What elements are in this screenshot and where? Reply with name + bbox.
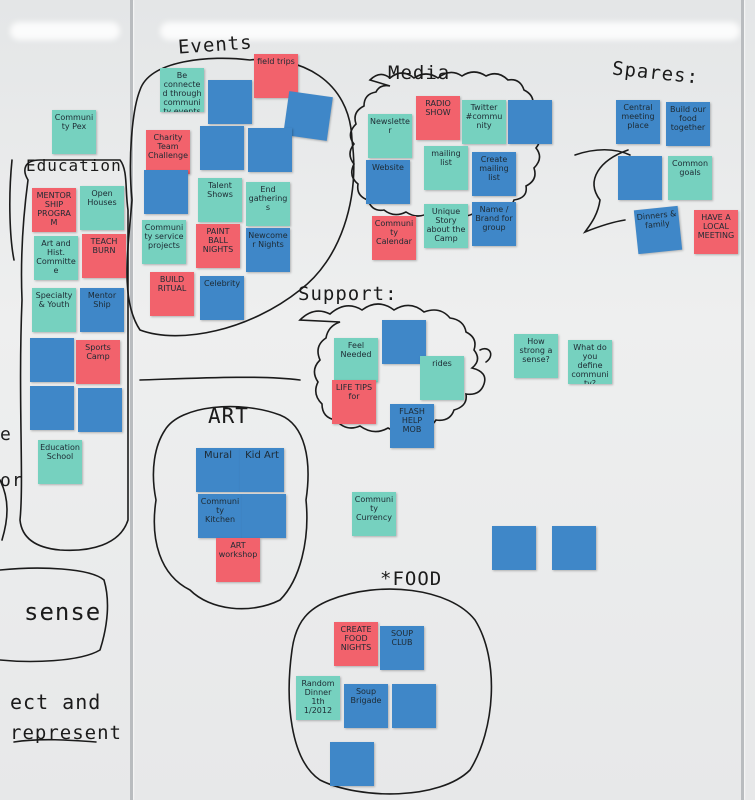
light-glare: [10, 22, 120, 40]
light-glare: [160, 22, 740, 40]
support-title: Support:: [298, 283, 398, 305]
sticky-note: Education School: [38, 440, 82, 484]
left-panel-text: represent: [10, 722, 122, 744]
sticky-note: Random Dinner 1th 1/2012: [296, 676, 340, 720]
sticky-note: Mentor Ship: [80, 288, 124, 332]
sticky-note: Twitter #community: [462, 100, 506, 144]
sticky-note: Sports Camp: [76, 340, 120, 384]
sticky-note: RADIO SHOW: [416, 96, 460, 140]
sticky-note blank: [382, 320, 426, 364]
sticky-note: Unique Story about the Camp: [424, 204, 468, 248]
sticky-note: Charity Team Challenge: [146, 130, 190, 174]
sticky-note: PAINT BALL NIGHTS: [196, 224, 240, 268]
education-boundary: [19, 159, 129, 552]
sticky-note: Name / Brand for group: [472, 202, 516, 246]
media-title: Media: [388, 62, 451, 84]
sticky-note: Website: [366, 160, 410, 204]
sticky-note: What do you define community?: [568, 340, 612, 384]
sticky-note: Mural: [196, 448, 240, 492]
sticky-note: mailing list: [424, 146, 468, 190]
sticky-note: Central meeting place: [616, 100, 660, 144]
sticky-note blank: [208, 80, 252, 124]
sticky-note: Build our food together: [666, 102, 710, 146]
art-title: ART: [208, 404, 249, 428]
sticky-note big: Feel Needed: [334, 338, 378, 382]
sticky-note: Talent Shows: [198, 178, 242, 222]
sticky-note: Be connected through community events: [160, 68, 204, 112]
sticky-note blank: [330, 742, 374, 786]
art-boundary: [152, 405, 309, 610]
sticky-note big: SOUP CLUB: [380, 626, 424, 670]
left-panel-text: ect and: [10, 690, 102, 714]
sticky-note: Community Currency: [352, 492, 396, 536]
sticky-note: Community Pex: [52, 110, 96, 154]
sticky-note: Common goals: [668, 156, 712, 200]
sticky-note: Art and Hist. Committee: [34, 236, 78, 280]
sticky-note: How strong a sense?: [514, 334, 558, 378]
panel-seam: [741, 0, 744, 800]
food-boundary: [288, 588, 493, 795]
sticky-note: MENTOR SHIP PROGRAM: [32, 188, 76, 232]
sticky-note blank: [144, 170, 188, 214]
sticky-note blank: [30, 386, 74, 430]
sticky-note: FLASH HELP MOB: [390, 404, 434, 448]
sticky-note: HAVE A LOCAL MEETING: [694, 210, 738, 254]
sticky-note: Community Calendar: [372, 216, 416, 260]
sticky-note: field trips: [254, 54, 298, 98]
sticky-note: Open Houses: [80, 186, 124, 230]
sticky-note: rides: [420, 356, 464, 400]
support-boundary: [298, 303, 486, 433]
sticky-note blank: [78, 388, 122, 432]
sticky-note: Celebrity: [200, 276, 244, 320]
sticky-note: Dinners & family: [633, 205, 683, 255]
left-panel-text: sense: [24, 598, 102, 626]
sticky-note: TEACH BURN: [82, 234, 126, 278]
sticky-note: End gatherings: [246, 182, 290, 226]
sticky-note blank: [492, 526, 536, 570]
left-panel-text: e: [0, 424, 12, 445]
sticky-note blank: [200, 126, 244, 170]
sticky-note blank: [392, 684, 436, 728]
left-panel-text: or: [0, 470, 24, 491]
sticky-note: Community service projects: [142, 220, 186, 264]
media-connector: [574, 148, 631, 156]
sticky-note: Community Kitchen: [198, 494, 242, 538]
sticky-note: Newcomer Nights: [246, 228, 290, 272]
sticky-note blank: [242, 494, 286, 538]
panel-seam: [130, 0, 133, 800]
sticky-note: Newsletter: [368, 114, 412, 158]
events-boundary: [126, 57, 355, 337]
sticky-note blank: [30, 338, 74, 382]
sticky-note big: LIFE TIPS for: [332, 380, 376, 424]
sticky-note blank: [552, 526, 596, 570]
food-title: *FOOD: [380, 568, 443, 590]
sticky-note: Specialty & Youth: [32, 288, 76, 332]
sticky-note blank: [618, 156, 662, 200]
education-title: Education: [26, 156, 122, 175]
sticky-note: Kid Art: [240, 448, 284, 492]
sticky-note blank: [248, 128, 292, 172]
spares-bubble: [582, 149, 629, 234]
sticky-note: CREATE FOOD NIGHTS: [334, 622, 378, 666]
sticky-note: Create mailing list: [472, 152, 516, 196]
sticky-note: BUILD RITUAL: [150, 272, 194, 316]
sticky-note: Soup Brigade: [344, 684, 388, 728]
sticky-note blank: [508, 100, 552, 144]
sticky-note: ART workshop: [216, 538, 260, 582]
